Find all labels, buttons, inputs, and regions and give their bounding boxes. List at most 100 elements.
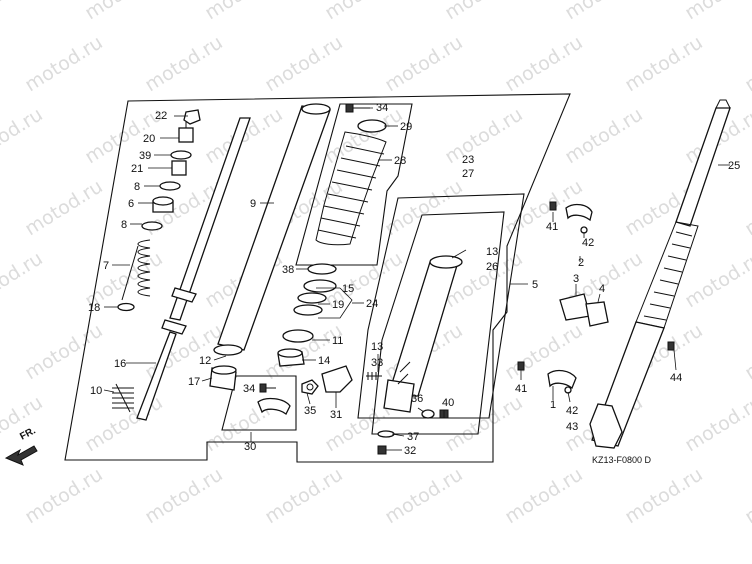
inner-tube-9 xyxy=(217,103,331,351)
watermark-text: motod.ru xyxy=(21,175,107,240)
bolt-33 xyxy=(366,372,382,380)
callout-39: 39 xyxy=(139,150,151,162)
washer-11 xyxy=(282,329,314,343)
callout-29: 29 xyxy=(400,121,412,133)
callout-27: 27 xyxy=(462,168,474,180)
callout-8-lower: 8 xyxy=(121,219,127,231)
fork-boot-28 xyxy=(315,131,387,246)
seal-19-a xyxy=(297,292,327,304)
callout-36: 36 xyxy=(411,393,423,405)
bolt-41-upper xyxy=(549,201,557,211)
seal-holder-14 xyxy=(277,348,305,367)
watermark-text: motod.ru xyxy=(321,0,407,24)
watermark-text: motod.ru xyxy=(621,463,707,528)
clamp-30 xyxy=(257,397,291,415)
callout-14: 14 xyxy=(318,355,330,367)
callout-40: 40 xyxy=(442,397,454,409)
callout-44: 44 xyxy=(670,372,682,384)
seal-18 xyxy=(117,302,135,312)
callout-1: 1 xyxy=(550,399,556,411)
callout-13-lower: 13 xyxy=(371,341,383,353)
leader-lines xyxy=(103,107,730,451)
clamp-2 xyxy=(565,203,593,222)
o-ring-39 xyxy=(170,150,192,160)
watermark-text: motod.ru xyxy=(741,175,752,240)
callout-11: 11 xyxy=(332,335,343,347)
watermark-text: motod.ru xyxy=(621,31,707,96)
watermark-text: motod.ru xyxy=(501,319,587,384)
callout-8-upper: 8 xyxy=(134,181,140,193)
collar-6 xyxy=(152,196,174,213)
watermark-text: motod.ru xyxy=(681,247,752,312)
washer-37 xyxy=(377,430,395,438)
callout-41-lower: 41 xyxy=(515,383,527,395)
callout-22: 22 xyxy=(155,110,167,122)
watermark-text: motod.ru xyxy=(501,31,587,96)
callout-24: 24 xyxy=(366,298,378,310)
callout-5: 5 xyxy=(532,279,538,291)
callout-25: 25 xyxy=(728,160,740,172)
callout-17: 17 xyxy=(188,376,200,388)
callout-35: 35 xyxy=(304,405,316,417)
rebound-spring-10 xyxy=(112,383,134,413)
watermark-text: motod.ru xyxy=(741,31,752,96)
clamp-1 xyxy=(547,369,577,390)
slide-bushing-17 xyxy=(209,365,237,391)
washer-8-lower xyxy=(141,221,163,231)
callout-3: 3 xyxy=(573,273,579,285)
guide-4 xyxy=(585,301,609,327)
watermark-text: motod.ru xyxy=(681,0,752,24)
watermark-text: motod.ru xyxy=(261,463,347,528)
callout-13-upper: 13 xyxy=(486,246,498,258)
watermark-text: motod.ru xyxy=(561,0,647,24)
clamp-kit-frame xyxy=(221,375,297,431)
watermark-text: motod.ru xyxy=(441,103,527,168)
callout-34-clamp: 34 xyxy=(243,383,255,395)
callout-2: 2 xyxy=(578,257,584,269)
holder-31 xyxy=(321,365,353,393)
outer-tube-13 xyxy=(383,255,463,413)
callout-labels: 22 20 39 21 8 6 8 7 18 16 10 9 12 17 34 … xyxy=(88,102,740,457)
callout-18: 18 xyxy=(88,302,100,314)
watermark-text: motod.ru xyxy=(141,463,227,528)
oil-seal-38 xyxy=(307,263,337,275)
callout-21: 21 xyxy=(131,163,143,175)
callout-42-lower: 42 xyxy=(566,405,578,417)
callout-16: 16 xyxy=(114,358,126,370)
callout-33: 33 xyxy=(371,357,383,369)
watermark-text: motod.ru xyxy=(141,31,227,96)
watermark-text: motod.ru xyxy=(0,0,47,24)
callout-31: 31 xyxy=(330,409,342,421)
watermark-text: motod.ru xyxy=(381,175,467,240)
callout-4: 4 xyxy=(599,283,605,295)
callout-7: 7 xyxy=(103,260,109,272)
bushing-12 xyxy=(213,344,243,356)
callout-41-upper: 41 xyxy=(546,221,558,233)
fork-assembly-25 xyxy=(589,99,731,449)
callout-6: 6 xyxy=(128,198,134,210)
upper-fork-frame xyxy=(295,103,413,266)
callout-26: 26 xyxy=(486,261,498,273)
watermark-text: motod.ru xyxy=(441,0,527,24)
watermark-text: motod.ru xyxy=(0,247,47,312)
inner-kit-frame xyxy=(371,211,505,435)
watermark-text: motod.ru xyxy=(741,319,752,384)
watermark-text: motod.ru xyxy=(21,463,107,528)
callout-9: 9 xyxy=(250,198,256,210)
bolt-41-lower xyxy=(517,361,525,371)
callout-37: 37 xyxy=(407,431,419,443)
nut-35 xyxy=(301,379,319,395)
callout-12: 12 xyxy=(199,355,211,367)
watermark-text: motod.ru xyxy=(261,31,347,96)
seal-19-b xyxy=(293,304,323,316)
watermark-text: motod.ru xyxy=(81,391,167,456)
main-frame xyxy=(64,93,571,463)
watermark-text: motod.ru xyxy=(681,391,752,456)
callout-19: 19 xyxy=(332,299,344,311)
watermark-text: motod.ru xyxy=(0,391,47,456)
callout-15: 15 xyxy=(342,283,354,295)
callout-32: 32 xyxy=(404,445,416,457)
nut-22 xyxy=(183,109,201,125)
fork-spring-7 xyxy=(121,239,151,301)
